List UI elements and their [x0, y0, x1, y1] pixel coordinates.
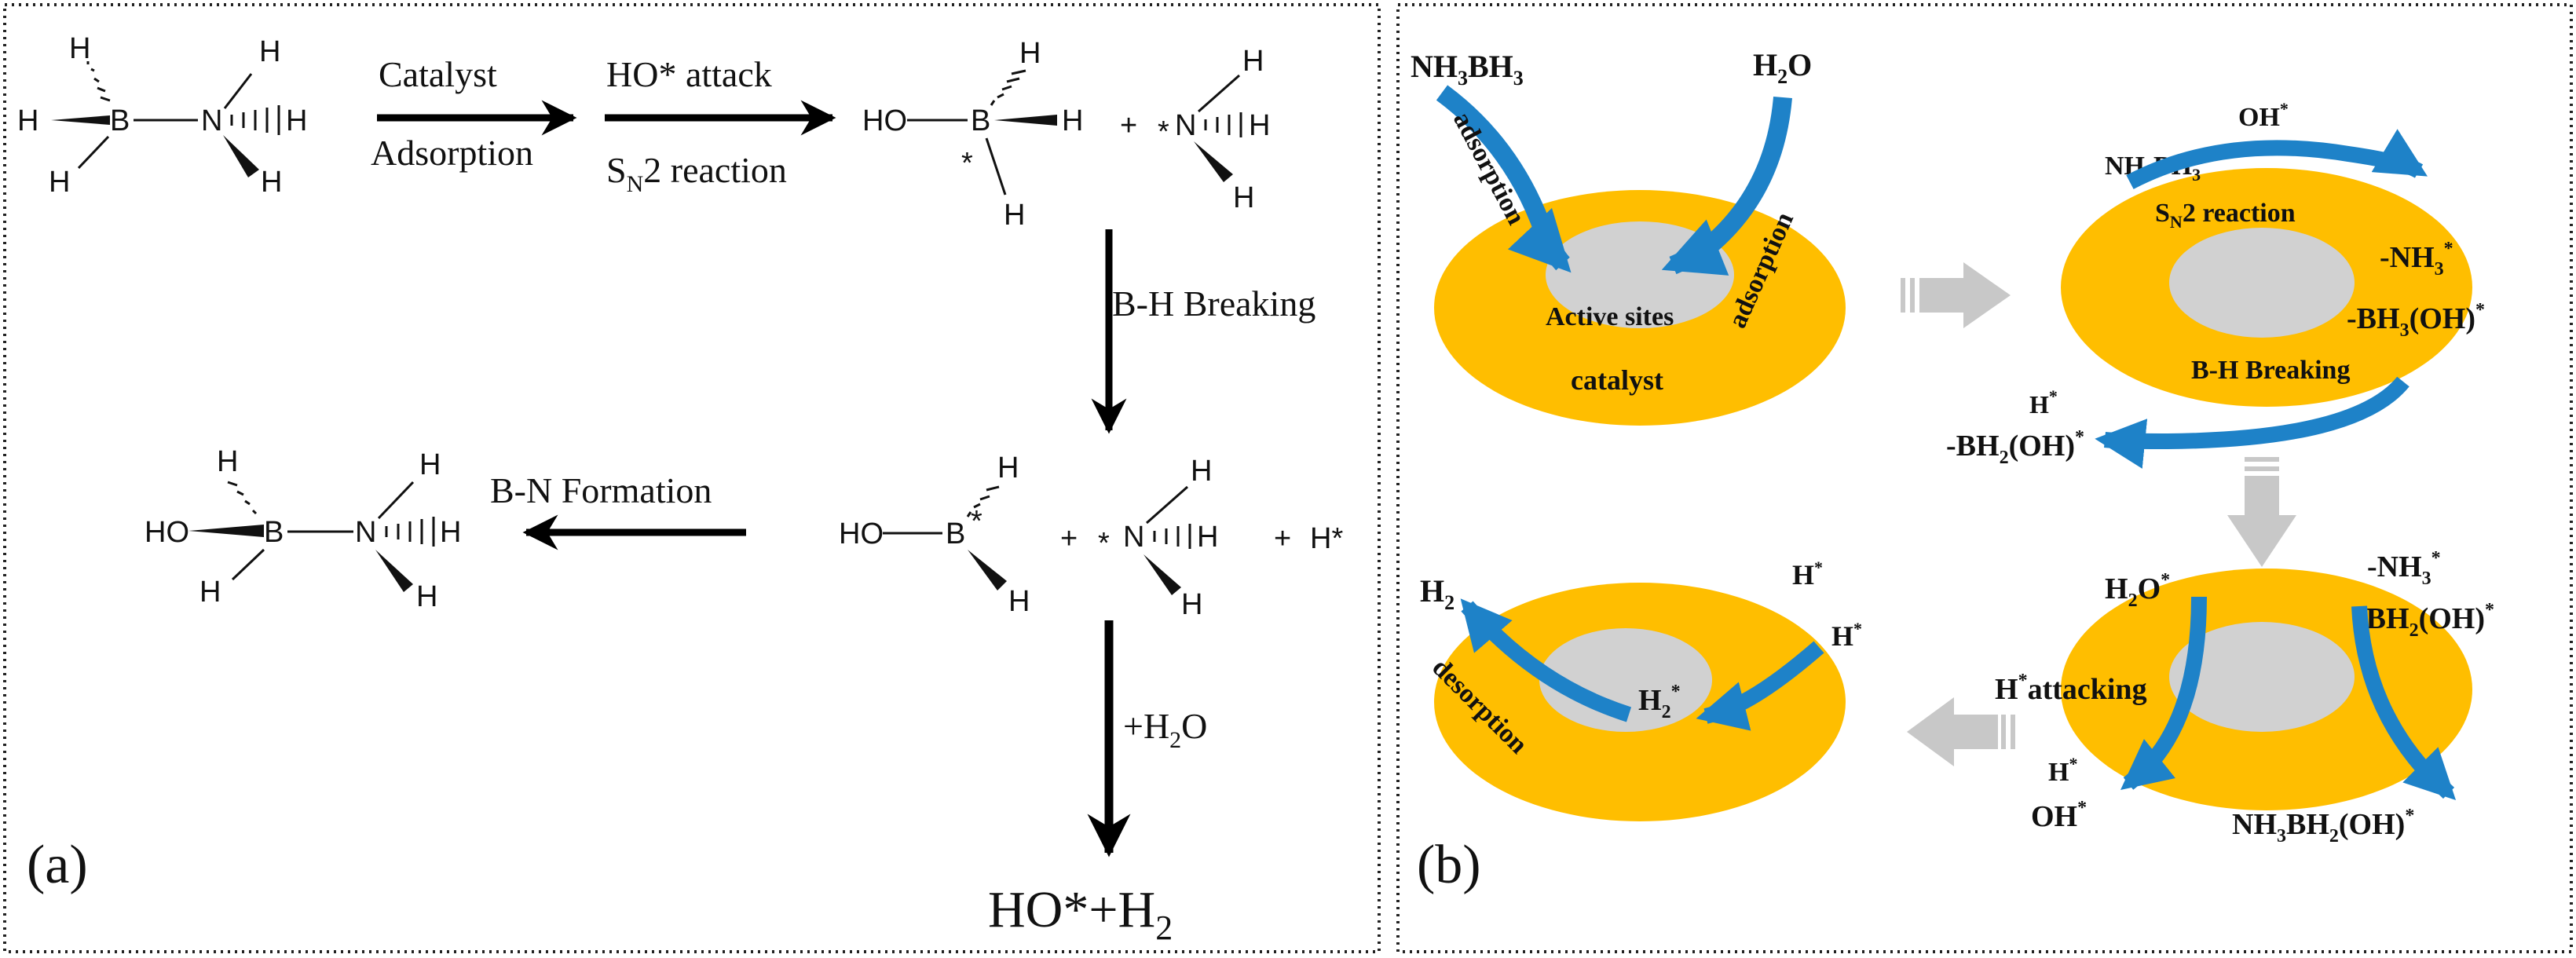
flow-arrow-h-combine [1696, 641, 1824, 731]
atom-h: H [1197, 521, 1218, 554]
atom-b: B [971, 104, 990, 137]
panel-b: Active sites catalyst NH3BH3 H2O adsorpt… [1396, 3, 2573, 953]
flow-arrow-nh3bh2oh [2351, 605, 2457, 801]
label-h-star-1: H* [2029, 386, 2058, 419]
label-h-star-2: H* [2048, 754, 2077, 787]
label-bh3oh-star: -BH3(OH)* [2347, 300, 2485, 341]
atom-h: H [49, 166, 70, 199]
atom-n: N [1175, 109, 1196, 142]
label-oh-star: OH* [2238, 99, 2289, 132]
atom-h: H [1191, 455, 1212, 488]
atom-h: H [419, 448, 441, 481]
label-h2-star: H2* [1638, 682, 1681, 722]
plus: + [1274, 522, 1291, 555]
panel-a-frame [3, 3, 1381, 953]
panel-b-label: (b) [1417, 835, 1481, 895]
h-star: H* [1310, 522, 1343, 555]
panel-a-label: (a) [27, 835, 88, 895]
plus: + [1120, 109, 1137, 142]
label-bh2oh-star-2: -BH2(OH)* [2356, 600, 2494, 641]
flow-arrow-h-attack [2120, 596, 2207, 790]
plus: + [1060, 522, 1078, 555]
atom-h: H [261, 166, 282, 199]
atom-h: H [69, 32, 90, 65]
intermediate-2-molecule: HO B * H H + * N H H H + H* [839, 452, 1343, 621]
atom-h: H [199, 576, 221, 609]
step-arrow-1 [1901, 262, 2011, 328]
atom-h: H [1249, 109, 1270, 142]
label-h2o: H2O [1753, 47, 1812, 88]
label-bn-formation: B-N Formation [490, 470, 712, 510]
atom-h: H [1019, 37, 1041, 70]
atom-h: H [440, 516, 461, 549]
atom-ho: HO [145, 516, 189, 549]
step-arrow-2 [2227, 457, 2296, 567]
atom-h: H [1062, 104, 1083, 137]
label-bh-breaking: B-H Breaking [1112, 283, 1315, 324]
atom-h: H [1004, 199, 1025, 232]
flow-arrow-desorption [1460, 598, 1632, 722]
flow-arrow-oh-attack [2126, 129, 2428, 189]
atom-b: B [946, 517, 965, 550]
product-molecule: HO B H H N H H H [145, 445, 461, 613]
atom-b: B [110, 104, 130, 137]
atom-h: H [1181, 588, 1202, 621]
flow-arrow-h2o [1661, 96, 1792, 276]
atom-h: H [1233, 181, 1254, 214]
label-oh-star-2: OH* [2031, 798, 2087, 833]
atom-h: H [1242, 45, 1264, 78]
atom-b: B [264, 516, 284, 549]
label-h-star-4: H* [1831, 619, 1862, 652]
atom-ho: HO [862, 104, 907, 137]
label-h2o-star: H2O* [2105, 570, 2170, 611]
ammonia-borane-molecule: B N H H H H H H [17, 32, 307, 199]
label-product: HO*+H2 [988, 881, 1173, 947]
atom-ho: HO [839, 517, 884, 550]
label-bh2oh-star: -BH2(OH)* [1946, 427, 2084, 468]
label-nh3-star: -NH3* [2380, 239, 2453, 280]
star: * [961, 147, 973, 180]
label-plus-h2o: +H2O [1123, 706, 1207, 753]
step-arrow-3 [1907, 697, 2015, 766]
atom-n: N [1123, 521, 1144, 554]
flow-arrow-nh3bh3 [1436, 85, 1572, 273]
label-nh3-star-2: -NH3* [2367, 548, 2441, 589]
atom-h: H [259, 35, 280, 68]
label-catalyst: Catalyst [379, 54, 497, 94]
label-ho-attack: HO* attack [606, 54, 772, 94]
intermediate-1-molecule: HO B H H * H + * N H H H [862, 37, 1270, 232]
atom-h: H [1008, 585, 1030, 618]
label-active-sites: Active sites [1546, 302, 1674, 331]
star: * [1098, 527, 1110, 560]
panel-a: B N H H H H H H Catalyst [3, 3, 1381, 953]
label-nh3bh3: NH3BH3 [1411, 49, 1524, 90]
flow-arrow-h-release [2095, 376, 2410, 469]
active-site-3 [2169, 622, 2355, 732]
atom-h: H [286, 104, 307, 137]
atom-n: N [355, 516, 376, 549]
atom-h: H [217, 445, 238, 478]
label-h2: H2 [1420, 573, 1454, 614]
star: * [1158, 115, 1169, 148]
atom-h: H [416, 580, 437, 613]
label-bh-breaking-b: B-H Breaking [2191, 356, 2350, 385]
active-site-4 [1539, 628, 1712, 732]
label-adsorption: Adsorption [371, 133, 533, 173]
label-h-attacking: H*attacking [1995, 671, 2147, 706]
atom-h: H [17, 104, 38, 137]
label-sn2-reaction: SN2 reaction [606, 150, 787, 197]
panel-b-frame [1396, 3, 2573, 953]
label-sn2: SN2 reaction [2155, 199, 2296, 232]
active-site-2 [2169, 228, 2355, 338]
star: * [971, 505, 982, 538]
label-h-star-3: H* [1792, 558, 1823, 591]
label-catalyst: catalyst [1571, 364, 1663, 396]
atom-h: H [997, 452, 1019, 484]
atom-n: N [201, 104, 222, 137]
label-nh3bh2oh-star: NH3BH2(OH)* [2232, 806, 2414, 846]
